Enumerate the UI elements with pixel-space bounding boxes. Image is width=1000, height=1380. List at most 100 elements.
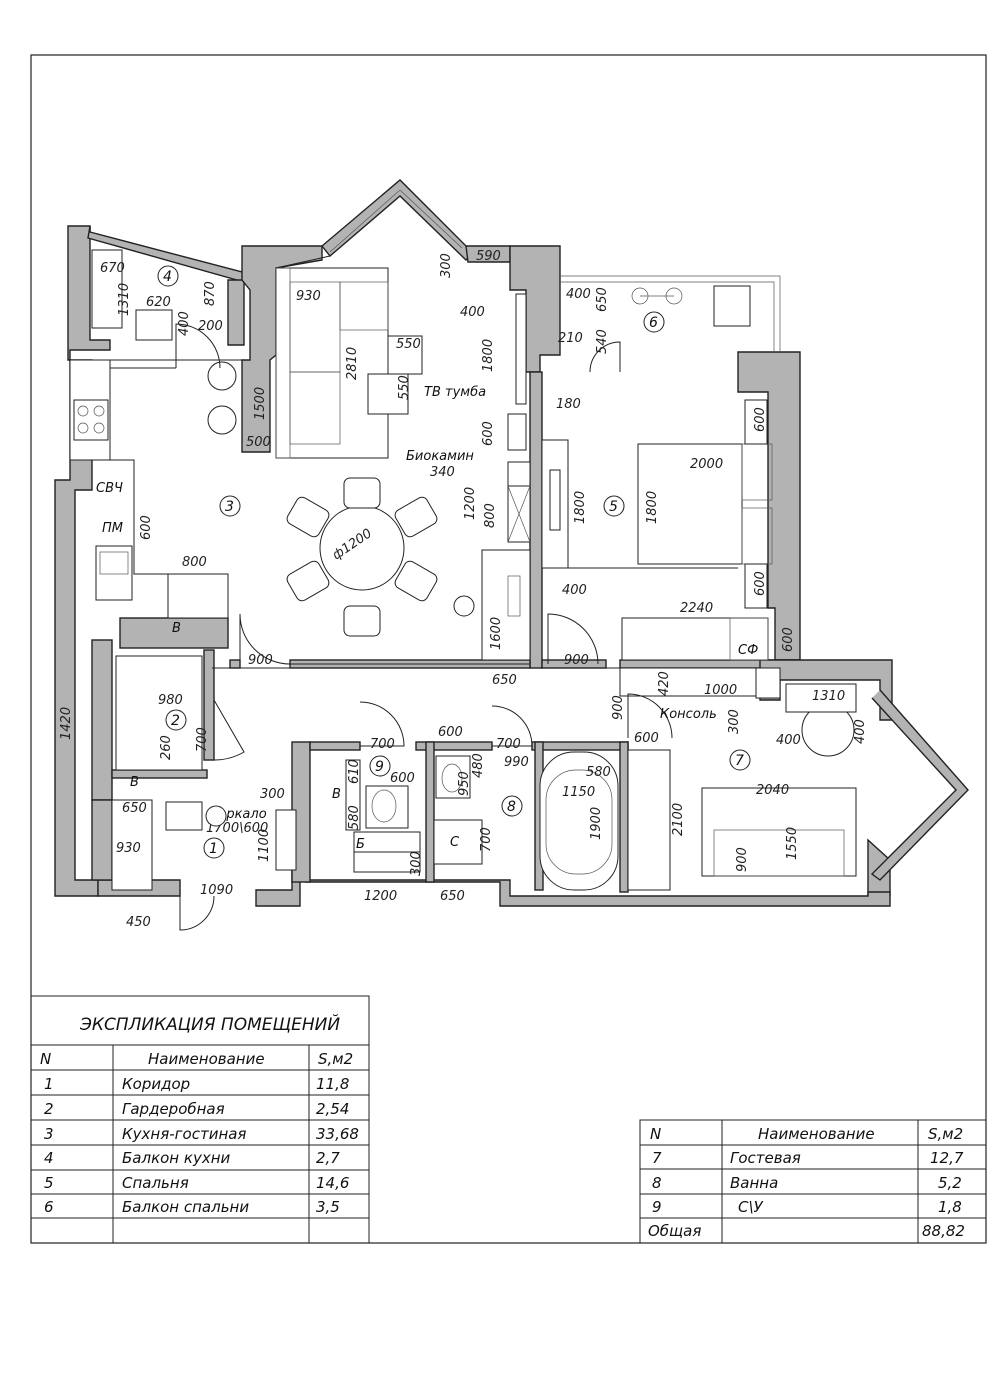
header-n: N — [650, 1125, 661, 1143]
dim: 580 — [347, 805, 362, 830]
cell: 11,8 — [316, 1075, 349, 1093]
dim: 980 — [158, 693, 183, 708]
table-title: ЭКСПЛИКАЦИЯ ПОМЕЩЕНИЙ — [79, 1013, 340, 1035]
dim: 340 — [430, 465, 455, 480]
explication-table-left: ЭКСПЛИКАЦИЯ ПОМЕЩЕНИЙ N Наименование S,м… — [30, 995, 370, 1244]
dim: 600 — [753, 407, 768, 432]
dim: 1800 — [481, 339, 496, 372]
dim: 1100 — [257, 829, 272, 862]
dim: 610 — [347, 759, 362, 784]
cell: Балкон спальни — [122, 1198, 249, 1216]
dim: 930 — [116, 841, 141, 856]
dim: 650 — [595, 287, 610, 312]
wardrobe-mark: СФ — [738, 643, 758, 658]
cell: Общая — [648, 1222, 701, 1240]
boiler-mark: Б — [356, 837, 365, 852]
dim: 200 — [198, 319, 223, 334]
room-number: 2 — [171, 713, 180, 729]
dim: 620 — [146, 295, 171, 310]
dim: 700 — [479, 827, 494, 852]
dim: 300 — [260, 787, 285, 802]
furniture — [69, 249, 857, 891]
dim: 1310 — [117, 283, 132, 316]
dim: 180 — [556, 397, 581, 412]
dim: 600 — [634, 731, 659, 746]
dim: 600 — [390, 771, 415, 786]
cell: 6 — [44, 1198, 54, 1216]
dim: 540 — [595, 329, 610, 354]
dim: 650 — [122, 801, 147, 816]
room-number: 7 — [735, 753, 744, 769]
room-number: 9 — [375, 759, 384, 775]
dim: 2240 — [680, 601, 713, 616]
cell: Кухня-гостиная — [122, 1125, 246, 1143]
dim: 870 — [203, 281, 218, 306]
dim: 400 — [177, 311, 192, 336]
dim: 1310 — [812, 689, 845, 704]
microwave-label: СВЧ — [96, 481, 123, 496]
cell: 2 — [44, 1100, 54, 1118]
dim: 600 — [438, 725, 463, 740]
cell: Коридор — [122, 1075, 190, 1093]
dim: 1800 — [573, 491, 588, 524]
dim: 580 — [586, 765, 611, 780]
dim: 400 — [460, 305, 485, 320]
dim: 700 — [195, 727, 210, 752]
header-area: S,м2 — [928, 1125, 963, 1143]
tv-stand-label: ТВ тумба — [424, 385, 486, 400]
console-label: Консоль — [660, 707, 717, 722]
cell: Ванна — [730, 1174, 778, 1192]
dim: 300 — [409, 851, 424, 876]
cell: 1,8 — [938, 1198, 962, 1216]
sheet-frame — [30, 54, 987, 1244]
cell: 9 — [652, 1198, 662, 1216]
dimensions: 670 1310 620 870 400 200 1500 500 930 28… — [59, 249, 868, 930]
biofireplace-label: Биокамин — [406, 449, 474, 464]
dim: 300 — [727, 709, 742, 734]
dim: 1800 — [645, 491, 660, 524]
cell: Спальня — [122, 1174, 189, 1192]
dim: 420 — [657, 671, 672, 696]
dim: 600 — [753, 571, 768, 596]
dim: 1200 — [463, 487, 478, 520]
cell: С\У — [738, 1198, 764, 1216]
room-number: 8 — [507, 799, 516, 815]
dishwasher-label: ПМ — [102, 521, 123, 536]
riser-mark: В — [332, 787, 341, 802]
cell: 14,6 — [316, 1174, 349, 1192]
dim: 650 — [440, 889, 465, 904]
doors — [175, 323, 673, 931]
dim: 550 — [397, 375, 412, 400]
washer-mark: С — [450, 835, 460, 850]
cell: 2,7 — [316, 1149, 340, 1167]
dim: 1090 — [200, 883, 233, 898]
dim: 590 — [476, 249, 501, 264]
header-area: S,м2 — [318, 1050, 353, 1068]
cell: 7 — [652, 1149, 662, 1167]
explication-table-right: N Наименование S,м2 7 Гостевая 12,7 8 Ва… — [639, 1119, 987, 1244]
header-name: Наименование — [148, 1050, 265, 1068]
cell: 88,82 — [922, 1222, 965, 1240]
cell: 1 — [44, 1075, 54, 1093]
dim: 450 — [126, 915, 151, 930]
dim: 800 — [483, 503, 498, 528]
cell: Гардеробная — [122, 1100, 225, 1118]
dim: 900 — [735, 847, 750, 872]
dim: 2040 — [756, 783, 789, 798]
cell: 5 — [44, 1174, 54, 1192]
cell: Балкон кухни — [122, 1149, 231, 1167]
dim: 900 — [564, 653, 589, 668]
dim: 670 — [100, 261, 125, 276]
dim: 700 — [370, 737, 395, 752]
cell: 33,68 — [316, 1125, 359, 1143]
cell: 12,7 — [930, 1149, 964, 1167]
dim: 1550 — [785, 827, 800, 860]
room-number: 4 — [163, 269, 172, 285]
dim: 2100 — [671, 803, 686, 836]
dim: 2810 — [345, 347, 360, 380]
dim: 950 — [457, 771, 472, 796]
cell: 8 — [652, 1174, 662, 1192]
riser-mark: В — [130, 775, 139, 790]
inner-lines — [92, 189, 969, 881]
